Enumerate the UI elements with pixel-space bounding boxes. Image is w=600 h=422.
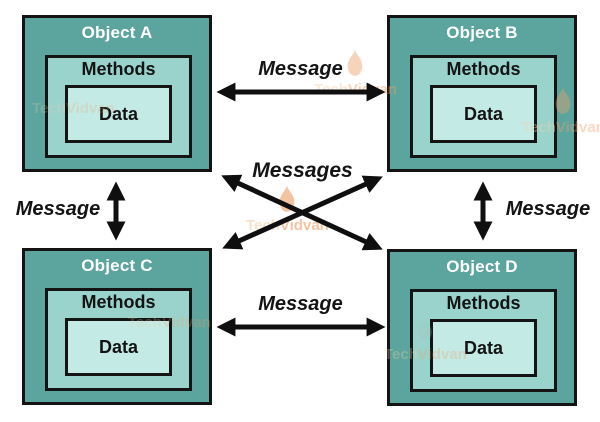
object-c-data-label: Data: [98, 336, 138, 357]
message-arrow-c-b: [222, 175, 383, 250]
object-b-box: Object B Methods Data: [387, 15, 577, 172]
object-d-methods-label: Methods: [446, 293, 521, 313]
object-b-methods-label: Methods: [446, 59, 521, 79]
object-a-methods-box: Methods Data: [45, 55, 192, 158]
object-a-data-box: Data: [65, 85, 172, 143]
object-b-methods-box: Methods Data: [410, 55, 557, 158]
object-a-data-label: Data: [98, 103, 138, 124]
object-d-data-label: Data: [463, 337, 503, 358]
object-c-methods-label: Methods: [81, 292, 156, 312]
message-label-left: Message: [15, 198, 101, 220]
messages-label-center: Messages: [252, 159, 353, 182]
object-a-title: Object A: [81, 23, 153, 42]
object-d-title: Object D: [446, 257, 518, 276]
object-c-box: Object C Methods Data: [22, 248, 212, 405]
object-d-methods-box: Methods Data: [410, 289, 557, 392]
object-d-box: Object D Methods Data: [387, 249, 577, 406]
object-c-methods-box: Methods Data: [45, 288, 192, 391]
object-c-title: Object C: [81, 256, 153, 275]
message-label-top: Message: [258, 58, 343, 80]
message-label-right: Message: [505, 198, 591, 220]
message-label-bottom: Message: [258, 293, 343, 315]
object-b-data-label: Data: [463, 103, 503, 124]
object-b-data-box: Data: [430, 85, 537, 143]
object-d-data-box: Data: [430, 319, 537, 377]
object-a-box: Object A Methods Data: [22, 15, 212, 172]
object-c-data-box: Data: [65, 318, 172, 376]
object-b-title: Object B: [446, 23, 518, 42]
object-a-methods-label: Methods: [81, 59, 156, 79]
